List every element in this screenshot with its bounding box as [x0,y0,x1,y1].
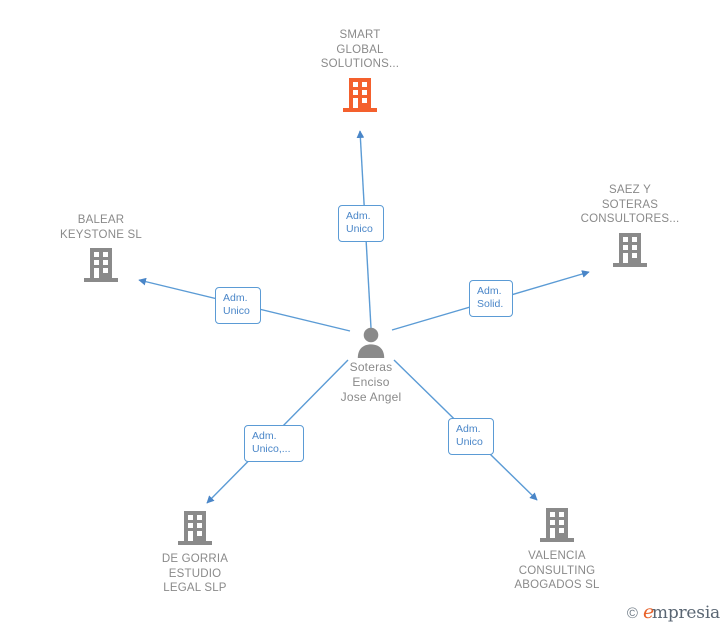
node-label-de-gorria-estudio-legal: DE GORRIA ESTUDIO LEGAL SLP [161,553,229,594]
copyright-icon: © [626,604,638,622]
building-icon [285,76,435,116]
building-icon [482,506,632,546]
edge-label-de-gorria-estudio-legal[interactable]: Adm. Unico,... [244,425,304,462]
node-saez-y-soteras-consultores[interactable]: SAEZ Y SOTERAS CONSULTORES... [555,183,705,271]
node-smart-global-solutions[interactable]: SMART GLOBAL SOLUTIONS... [285,28,435,116]
node-label-smart-global-solutions: SMART GLOBAL SOLUTIONS... [320,29,400,70]
edge-label-saez-y-soteras-consultores[interactable]: Adm. Solid. [469,280,513,317]
empresia-logo-text: mpresia [651,603,720,623]
node-center-person[interactable]: Soteras Enciso Jose Angel [296,326,446,405]
node-valencia-consulting-abogados[interactable]: VALENCIA CONSULTING ABOGADOS SL [482,506,632,593]
watermark: © empresia [627,603,720,623]
empresia-logo: empresia [643,603,720,623]
node-label-balear-keystone: BALEAR KEYSTONE SL [60,214,142,241]
person-icon [296,326,446,360]
node-label-center-person: Soteras Enciso Jose Angel [340,360,402,404]
node-balear-keystone[interactable]: BALEAR KEYSTONE SL [26,213,176,286]
empresia-logo-mark: e [642,601,654,623]
node-de-gorria-estudio-legal[interactable]: DE GORRIA ESTUDIO LEGAL SLP [120,509,270,596]
edge-label-valencia-consulting-abogados[interactable]: Adm. Unico [448,418,494,455]
edge-label-smart-global-solutions[interactable]: Adm. Unico [338,205,384,242]
node-label-valencia-consulting-abogados: VALENCIA CONSULTING ABOGADOS SL [514,550,600,591]
building-icon [555,231,705,271]
building-icon [120,509,270,549]
edge-label-balear-keystone[interactable]: Adm. Unico [215,287,261,324]
building-icon [26,246,176,286]
node-label-saez-y-soteras-consultores: SAEZ Y SOTERAS CONSULTORES... [580,184,680,225]
